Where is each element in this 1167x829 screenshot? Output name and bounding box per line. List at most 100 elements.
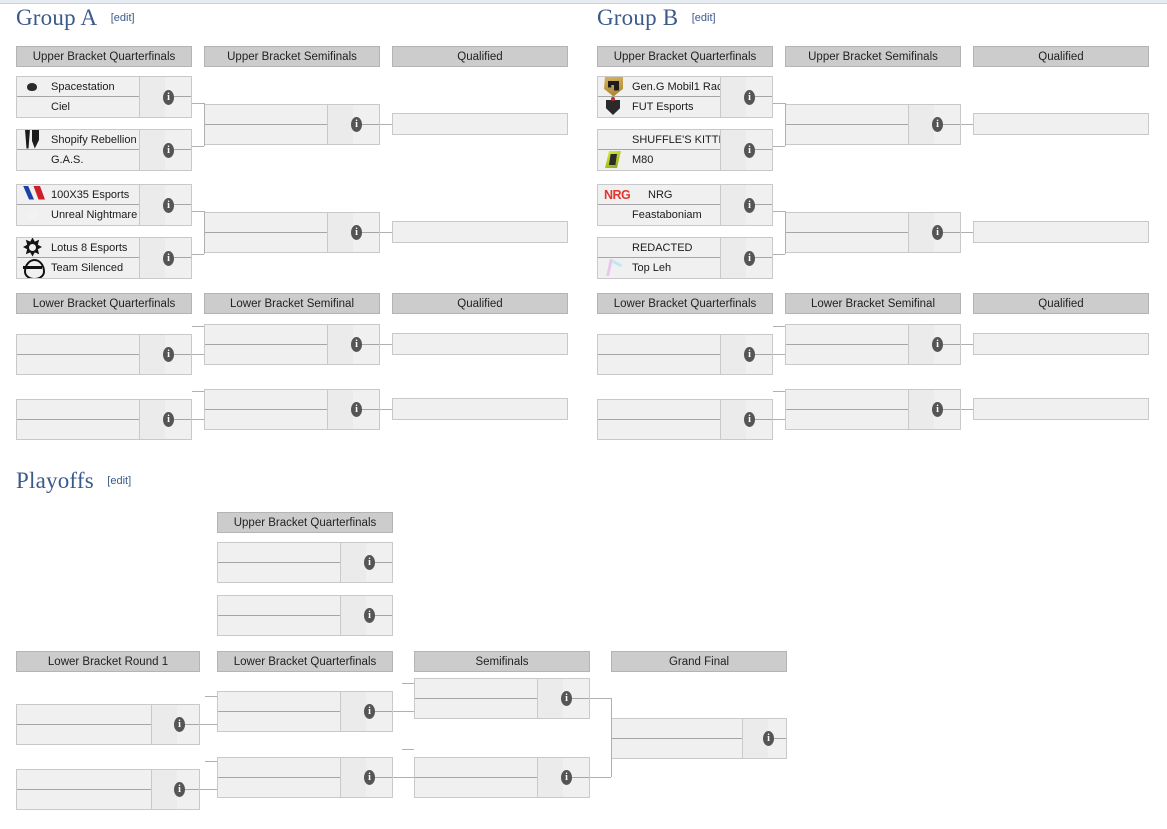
match-row-team-1[interactable] <box>598 335 772 355</box>
match-info-icon[interactable]: i <box>744 198 755 213</box>
match-gb-ubsf-1[interactable] <box>785 104 961 145</box>
round-header-ga-lower-semifinal[interactable]: Lower Bracket Semifinal <box>204 293 380 314</box>
round-header-po-grand-final[interactable]: Grand Final <box>611 651 787 672</box>
match-info-icon[interactable]: i <box>174 782 185 797</box>
slot-gb-lower-qualified-1[interactable] <box>973 333 1149 355</box>
match-row-team-1[interactable] <box>393 399 567 419</box>
match-info-icon[interactable]: i <box>932 225 943 240</box>
match-gb-lbqf-1[interactable] <box>597 334 773 375</box>
match-row-team-1[interactable] <box>598 400 772 420</box>
match-row-team-2[interactable]: FUT Esports <box>598 97 772 117</box>
match-info-icon[interactable]: i <box>364 555 375 570</box>
round-header-gb-lower-qualified[interactable]: Qualified <box>973 293 1149 314</box>
match-row-team-1[interactable]: 100X35 Esports <box>17 185 191 205</box>
match-info-icon[interactable]: i <box>744 251 755 266</box>
match-info-icon[interactable]: i <box>351 117 362 132</box>
slot-gb-lower-qualified-2[interactable] <box>973 398 1149 420</box>
match-info-icon[interactable]: i <box>163 143 174 158</box>
match-row-team-1[interactable] <box>974 399 1148 419</box>
match-row-team-1[interactable] <box>974 222 1148 242</box>
match-info-icon[interactable]: i <box>744 143 755 158</box>
match-info-icon[interactable]: i <box>351 402 362 417</box>
match-info-icon[interactable]: i <box>364 608 375 623</box>
round-header-ga-lower-quarterfinals[interactable]: Lower Bracket Quarterfinals <box>16 293 192 314</box>
match-ga-lbsf-1[interactable] <box>204 324 380 365</box>
match-row-team-2[interactable]: G.A.S. <box>17 150 191 170</box>
match-info-icon[interactable]: i <box>163 198 174 213</box>
match-row-team-1[interactable] <box>393 222 567 242</box>
match-info-icon[interactable]: i <box>163 90 174 105</box>
match-row-team-1[interactable] <box>17 400 191 420</box>
match-row-team-1[interactable] <box>218 596 392 616</box>
match-ga-ubqf-3[interactable]: 100X35 Esports Unreal Nightmare <box>16 184 192 226</box>
match-row-team-1[interactable] <box>974 334 1148 354</box>
group-a-edit-link[interactable]: [edit] <box>110 12 135 24</box>
round-header-gb-upper-quarterfinals[interactable]: Upper Bracket Quarterfinals <box>597 46 773 67</box>
match-ga-lbqf-2[interactable] <box>16 399 192 440</box>
match-gb-lbsf-2[interactable] <box>785 389 961 430</box>
match-po-lbqf-1[interactable] <box>217 691 393 732</box>
match-info-icon[interactable]: i <box>561 691 572 706</box>
match-po-sf-2[interactable] <box>414 757 590 798</box>
match-info-icon[interactable]: i <box>351 225 362 240</box>
match-row-team-1[interactable] <box>786 390 960 410</box>
match-row-team-1[interactable] <box>205 105 379 125</box>
match-row-team-1[interactable]: Lotus 8 Esports <box>17 238 191 258</box>
match-ga-ubsf-2[interactable] <box>204 212 380 253</box>
match-row-team-1[interactable] <box>17 770 199 790</box>
slot-ga-lower-qualified-2[interactable] <box>392 398 568 420</box>
match-po-grand-final[interactable] <box>611 718 787 759</box>
match-row-team-1[interactable] <box>415 758 589 778</box>
match-row-team-2[interactable]: Ciel <box>17 97 191 117</box>
match-ga-ubqf-1[interactable]: Spacestation Ciel <box>16 76 192 118</box>
match-row-team-1[interactable]: SHUFFLE'S KITTENS <box>598 130 772 150</box>
match-info-icon[interactable]: i <box>364 770 375 785</box>
match-ga-ubqf-4[interactable]: Lotus 8 Esports Team Silenced <box>16 237 192 279</box>
match-info-icon[interactable]: i <box>163 347 174 362</box>
round-header-ga-lower-qualified[interactable]: Qualified <box>392 293 568 314</box>
match-info-icon[interactable]: i <box>932 117 943 132</box>
match-info-icon[interactable]: i <box>744 90 755 105</box>
match-info-icon[interactable]: i <box>351 337 362 352</box>
slot-gb-upper-qualified-2[interactable] <box>973 221 1149 243</box>
match-info-icon[interactable]: i <box>932 337 943 352</box>
match-row-team-1[interactable] <box>205 213 379 233</box>
match-row-team-2[interactable]: M80 <box>598 150 772 170</box>
match-row-team-1[interactable] <box>218 543 392 563</box>
match-info-icon[interactable]: i <box>561 770 572 785</box>
match-gb-ubqf-3[interactable]: NRG NRG Feastaboniam <box>597 184 773 226</box>
match-gb-ubqf-4[interactable]: REDACTED Top Leh <box>597 237 773 279</box>
match-ga-lbsf-2[interactable] <box>204 389 380 430</box>
group-b-edit-link[interactable]: [edit] <box>691 12 716 24</box>
match-ga-lbqf-1[interactable] <box>16 334 192 375</box>
round-header-ga-upper-semifinals[interactable]: Upper Bracket Semifinals <box>204 46 380 67</box>
match-info-icon[interactable]: i <box>744 412 755 427</box>
match-po-ubqf-1[interactable] <box>217 542 393 583</box>
match-row-team-1[interactable]: Gen.G Mobil1 Racing <box>598 77 772 97</box>
slot-ga-upper-qualified-2[interactable] <box>392 221 568 243</box>
slot-gb-upper-qualified-1[interactable] <box>973 113 1149 135</box>
round-header-po-lower-round-1[interactable]: Lower Bracket Round 1 <box>16 651 200 672</box>
match-row-team-2[interactable]: Unreal Nightmare <box>17 205 191 225</box>
round-header-gb-upper-qualified[interactable]: Qualified <box>973 46 1149 67</box>
match-row-team-1[interactable]: Spacestation <box>17 77 191 97</box>
match-info-icon[interactable]: i <box>174 717 185 732</box>
match-row-team-2[interactable]: Top Leh <box>598 258 772 278</box>
match-info-icon[interactable]: i <box>932 402 943 417</box>
match-row-team-2[interactable]: Feastaboniam <box>598 205 772 225</box>
match-row-team-1[interactable]: NRG NRG <box>598 185 772 205</box>
match-row-team-1[interactable] <box>205 325 379 345</box>
match-info-icon[interactable]: i <box>163 251 174 266</box>
match-row-team-1[interactable] <box>786 213 960 233</box>
round-header-gb-lower-quarterfinals[interactable]: Lower Bracket Quarterfinals <box>597 293 773 314</box>
match-po-ubqf-2[interactable] <box>217 595 393 636</box>
match-ga-ubsf-1[interactable] <box>204 104 380 145</box>
match-row-team-1[interactable] <box>17 705 199 725</box>
match-ga-ubqf-2[interactable]: Shopify Rebellion G.A.S. <box>16 129 192 171</box>
round-header-po-upper-quarterfinals[interactable]: Upper Bracket Quarterfinals <box>217 512 393 533</box>
match-row-team-1[interactable] <box>612 719 786 739</box>
match-row-team-1[interactable] <box>17 335 191 355</box>
match-info-icon[interactable]: i <box>364 704 375 719</box>
match-row-team-2[interactable]: Team Silenced <box>17 258 191 278</box>
slot-ga-upper-qualified-1[interactable] <box>392 113 568 135</box>
